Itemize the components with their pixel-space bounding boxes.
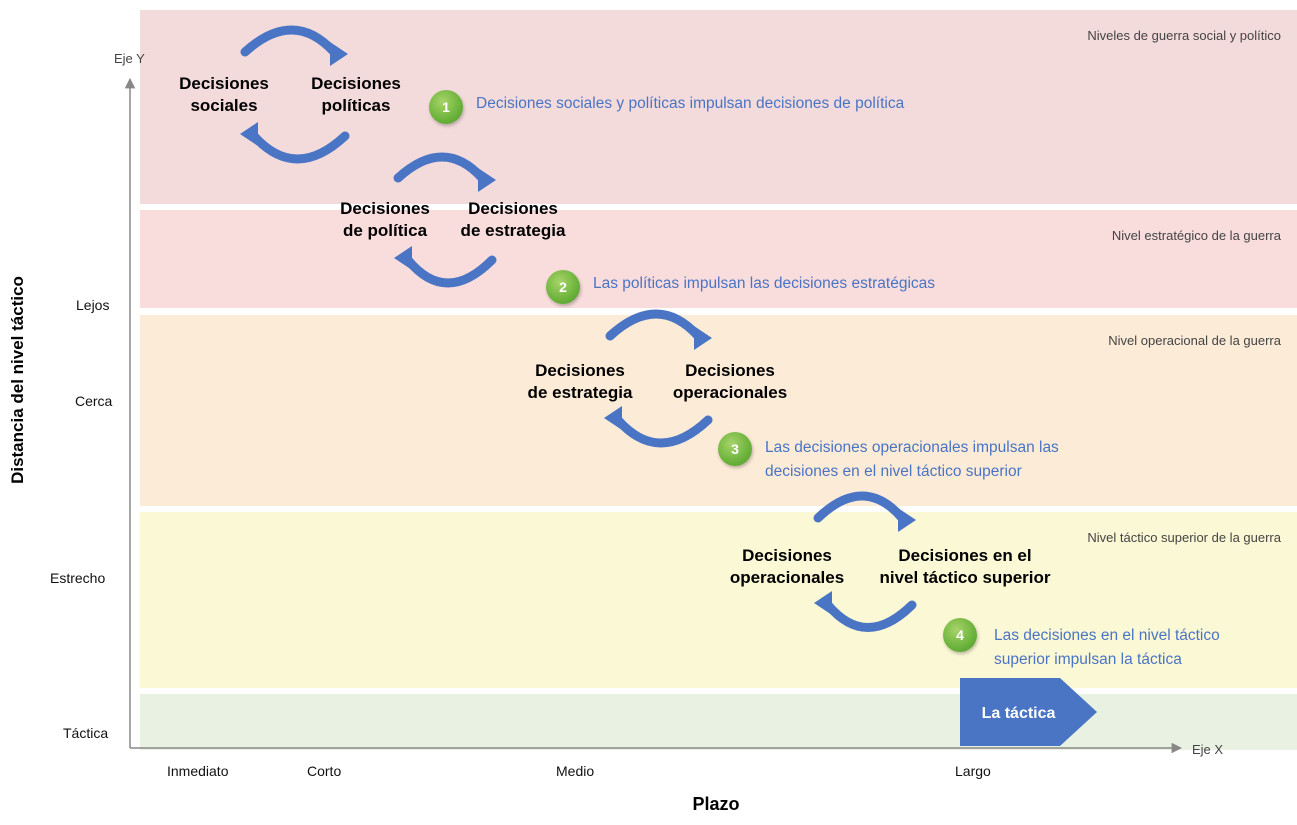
step-2-note: Las políticas impulsan las decisiones es… xyxy=(593,275,936,292)
cycle-2-bottom-arrow xyxy=(403,255,497,288)
step-4-badge: 4 xyxy=(943,618,977,652)
operational-level-label: Nivel operacional de la guerra xyxy=(1108,333,1281,348)
x-tick-corto: Corto xyxy=(307,763,342,779)
cycle-1-bottom-arrow-head xyxy=(240,122,258,146)
upper-tactical-level-band: Nivel táctico superior de la guerra xyxy=(140,512,1297,688)
tactic-label: La táctica xyxy=(981,705,1056,722)
y-tick-lejos: Lejos xyxy=(76,297,110,313)
tactic-pentagon xyxy=(960,678,1097,746)
social-political-level-band: Niveles de guerra social y político xyxy=(140,10,1297,204)
y-axis-title: Distancia del nivel táctico xyxy=(8,276,27,484)
tactical-level-band xyxy=(140,694,1297,750)
upper-tactical-level-label: Nivel táctico superior de la guerra xyxy=(1087,530,1281,545)
x-axis-title: Plazo xyxy=(692,794,740,814)
step-3-note: Las decisiones operacionales impulsan la… xyxy=(765,439,1059,480)
cycle-3-top-arrow-head xyxy=(694,326,712,350)
cycle-4-top-arrow xyxy=(813,491,907,523)
step-4-note: Las decisiones en el nivel táctico super… xyxy=(994,627,1220,668)
cycle-1-top-arrow xyxy=(240,25,339,57)
cycle-1-bottom-arrow xyxy=(249,131,350,164)
cycle-2-top-arrow-head xyxy=(478,168,496,192)
strategic-level-band: Nivel estratégico de la guerra xyxy=(140,210,1297,308)
cycle-4-bottom-arrow-head xyxy=(814,591,832,615)
x-tick-largo: Largo xyxy=(955,763,991,779)
social-political-level-label: Niveles de guerra social y político xyxy=(1087,28,1281,43)
cycle-2-top-arrow xyxy=(393,152,487,183)
cycle-4-bottom-arrow xyxy=(823,600,917,632)
y-tick-tactica: Táctica xyxy=(63,725,109,741)
y-axis-label: Eje Y xyxy=(114,51,145,66)
x-tick-medio: Medio xyxy=(556,763,595,779)
y-tick-cerca: Cerca xyxy=(75,393,113,409)
x-tick-inmediato: Inmediato xyxy=(167,763,229,779)
cycle-3-bottom-arrow-head xyxy=(604,406,622,430)
cycle-3-bottom-arrow xyxy=(613,415,713,448)
cycle-3-top-arrow xyxy=(605,309,703,341)
step-2-badge: 2 xyxy=(546,270,580,304)
x-axis-label: Eje X xyxy=(1192,742,1224,757)
strategic-level-label: Nivel estratégico de la guerra xyxy=(1111,228,1281,243)
y-tick-estrecho: Estrecho xyxy=(50,570,106,586)
cycle-1-top-arrow-head xyxy=(330,42,348,66)
operational-level-band: Nivel operacional de la guerra xyxy=(140,315,1297,506)
step-1-badge: 1 xyxy=(429,90,463,124)
cycle-4-top-arrow-head xyxy=(898,508,916,532)
cycle-2-bottom-arrow-head xyxy=(394,246,412,270)
step-3-badge: 3 xyxy=(718,432,752,466)
step-1-note: Decisiones sociales y políticas impulsan… xyxy=(476,95,905,112)
